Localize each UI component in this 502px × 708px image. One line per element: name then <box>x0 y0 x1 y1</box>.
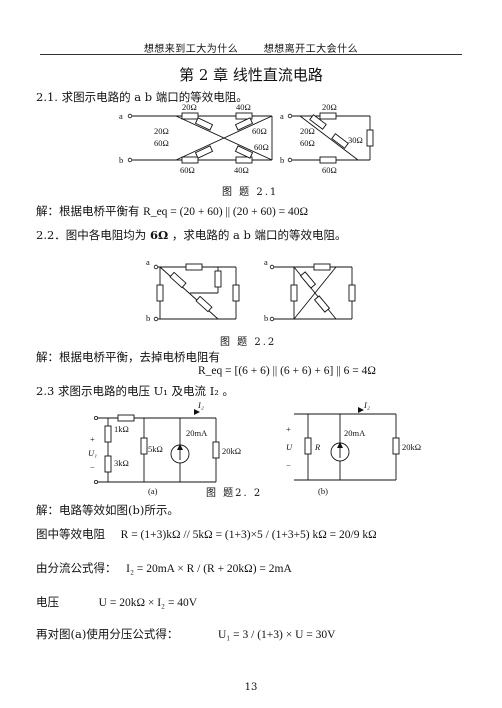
label-i2-b: I₂ <box>363 400 370 410</box>
node-a: a <box>119 111 123 121</box>
page-header: 想想来到工大为什么 想想离开工大会什么 <box>0 40 502 55</box>
chapter-title: 第 2 章 线性直流电路 <box>179 66 323 84</box>
minus-b: − <box>286 460 291 470</box>
label-r: R <box>314 442 321 452</box>
problem-2-2-question: 2.2．图中各电阻均为 6Ω ，求电路的 a b 端口的等效电阻。 <box>36 227 347 243</box>
page-number: 13 <box>244 682 258 693</box>
label-s60b: 60Ω <box>322 165 337 175</box>
sol2-label: 图中等效电阻 <box>36 527 105 541</box>
question-2-2-pre: 2.2．图中各电阻均为 <box>36 228 147 242</box>
label-src-b: 20mA <box>344 428 366 438</box>
caption-2-2: 图 题 2.2 <box>220 337 277 348</box>
sol3-label: 由分流公式得： <box>36 561 117 575</box>
label-3k: 3kΩ <box>114 458 129 468</box>
answer-2-1-prefix: 解：根据电桥平衡有 <box>36 204 140 218</box>
problem-2-1-question: 2.1. 求图示电路的 a b 端口的等效电阻。 <box>36 90 248 104</box>
label-r40a: 40Ω <box>236 102 251 112</box>
caption-2-3: 图 题2. 2 <box>206 488 263 499</box>
label-r60c: 60Ω <box>180 165 195 175</box>
solution-line-1: 解：电路等效如图(b)所示。 <box>36 503 179 517</box>
node-b: b <box>119 155 123 165</box>
label-20k-b: 20kΩ <box>402 442 421 452</box>
solution-line-3: 由分流公式得： I₂ = 20mA × R / (R + 20kΩ) = 2mA <box>36 560 292 576</box>
node-a-2-2: a <box>146 257 150 267</box>
question-2-2-post: ，求电路的 a b 端口的等效电阻。 <box>171 228 347 242</box>
label-s20b: 20Ω <box>300 126 315 136</box>
label-r40b: 40Ω <box>234 165 249 175</box>
sol2-formula: R = (1+3)kΩ // 5kΩ = (1+3)×5 / (1+3+5) k… <box>120 529 377 541</box>
sol4-formula: U = 20kΩ × I₂ = 40V <box>98 597 198 609</box>
minus-a: − <box>90 462 95 472</box>
label-i2-a: I₂ <box>197 400 204 410</box>
sol4-label: 电压 <box>36 595 59 609</box>
label-s20a: 20Ω <box>322 102 337 112</box>
caption-2-1: 图 题 2.1 <box>222 187 279 198</box>
answer-2-1-formula: R_eq = (20 + 60) || (20 + 60) = 40Ω <box>143 206 309 218</box>
label-fig-a: (a) <box>148 486 158 496</box>
node-a2: a <box>280 111 284 121</box>
label-s60a: 60Ω <box>300 138 315 148</box>
label-s30: 30Ω <box>348 135 363 145</box>
answer-2-2-formula: R_eq = [(6 + 6) || (6 + 6) + 6] || 6 = 4… <box>198 365 376 377</box>
header-rule <box>40 54 462 55</box>
label-r20a: 20Ω <box>182 102 197 112</box>
node-b2: b <box>280 155 284 165</box>
solution-line-4: 电压 U = 20kΩ × I₂ = 40V <box>36 594 197 610</box>
header-right: 想想离开工大会什么 <box>263 44 359 55</box>
label-r60b: 60Ω <box>254 142 269 152</box>
solution-line-2: 图中等效电阻 R = (1+3)kΩ // 5kΩ = (1+3)×5 / (1… <box>36 526 377 542</box>
label-r80: 60Ω <box>252 126 267 136</box>
header-left: 想想来到工大为什么 <box>143 44 239 55</box>
label-5k: 5kΩ <box>148 444 163 454</box>
figure-2-3: 1kΩ 3kΩ 5kΩ 20mA 20kΩ I₂ + U₁ − (a) + U … <box>88 400 421 496</box>
node-a-2-2b: a <box>264 257 268 267</box>
label-r60a: 60Ω <box>154 138 169 148</box>
node-b-2-2b: b <box>264 313 268 323</box>
question-2-2-value: 6Ω <box>149 228 169 242</box>
answer-2-2-text: 解：根据电桥平衡，去掉电桥电阻有 <box>36 350 220 364</box>
node-b-2-2: b <box>146 313 150 323</box>
solution-line-5: 再对图(a)使用分压公式得： U₁ = 3 / (1+3) × U = 30V <box>36 626 335 642</box>
answer-2-1: 解：根据电桥平衡有 R_eq = (20 + 60) || (20 + 60) … <box>36 203 308 219</box>
label-20k-a: 20kΩ <box>222 446 241 456</box>
sol5-label: 再对图(a)使用分压公式得： <box>36 627 179 641</box>
plus-b: + <box>286 424 291 434</box>
problem-2-3-question: 2.3 求图示电路的电压 U₁ 及电流 I₂ 。 <box>36 384 235 398</box>
label-fig-b: (b) <box>318 486 328 496</box>
label-src-a: 20mA <box>186 428 208 438</box>
sol5-formula: U₁ = 3 / (1+3) × U = 30V <box>217 629 336 641</box>
figure-2-1: a b 20Ω 40Ω 20Ω 60Ω 60Ω 60Ω 60Ω 40Ω a b … <box>119 102 374 175</box>
label-r20b: 20Ω <box>154 126 169 136</box>
plus-a: + <box>90 434 95 444</box>
sol3-formula: I₂ = 20mA × R / (R + 20kΩ) = 2mA <box>126 563 292 575</box>
label-u: U <box>286 442 293 452</box>
figure-2-2: a b a b <box>146 257 356 323</box>
label-1k: 1kΩ <box>114 424 129 434</box>
label-u1: U₁ <box>88 448 97 458</box>
